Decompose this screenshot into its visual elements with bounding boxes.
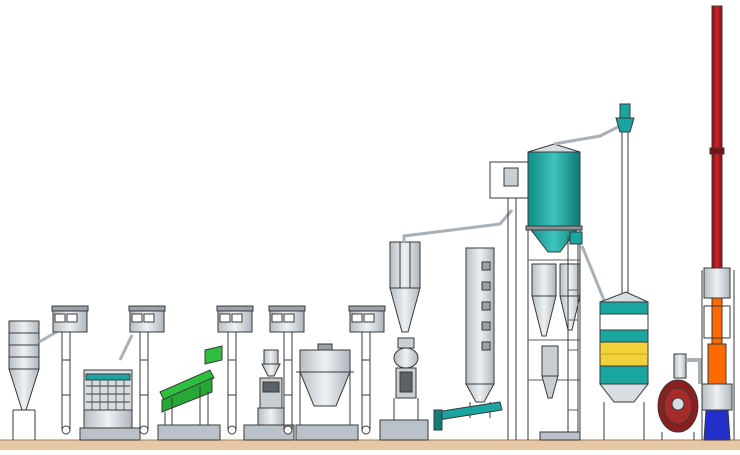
tall-silo: [389, 241, 421, 420]
bucket-elevator-5: [348, 305, 386, 435]
bucket-elevator-4: [268, 305, 306, 435]
overhead-pipe-1: [402, 209, 514, 242]
platform-4: [295, 424, 359, 441]
top-hopper: [615, 103, 635, 300]
furnace: [657, 353, 702, 440]
vibrating-screen: [159, 345, 223, 425]
pipe-elevator2-to-screen: [118, 334, 134, 361]
platform-3: [243, 424, 295, 441]
heat-exchanger: [598, 291, 650, 440]
chimney: [701, 5, 735, 441]
mixing-tank: [296, 343, 354, 425]
teal-storage-silo: [525, 143, 583, 440]
pipe-exchanger-feed: [580, 245, 606, 301]
dryer-column: [465, 247, 495, 418]
platform-1: [79, 427, 141, 441]
raw-silo: [8, 320, 40, 440]
frame-structure: [489, 161, 531, 440]
tall-elevator: [567, 231, 583, 440]
platform-2: [157, 424, 221, 441]
bucket-elevator-3: [216, 305, 254, 435]
screw-conveyor: [433, 401, 503, 431]
bucket-elevator-2: [128, 305, 166, 435]
bucket-elevator-1: [51, 305, 89, 435]
overhead-pipe-2: [553, 124, 621, 146]
platform-6: [539, 431, 581, 441]
ground-strip: [0, 440, 740, 450]
mill: [257, 349, 285, 426]
color-sorter: [83, 369, 133, 429]
platform-5: [379, 419, 429, 441]
